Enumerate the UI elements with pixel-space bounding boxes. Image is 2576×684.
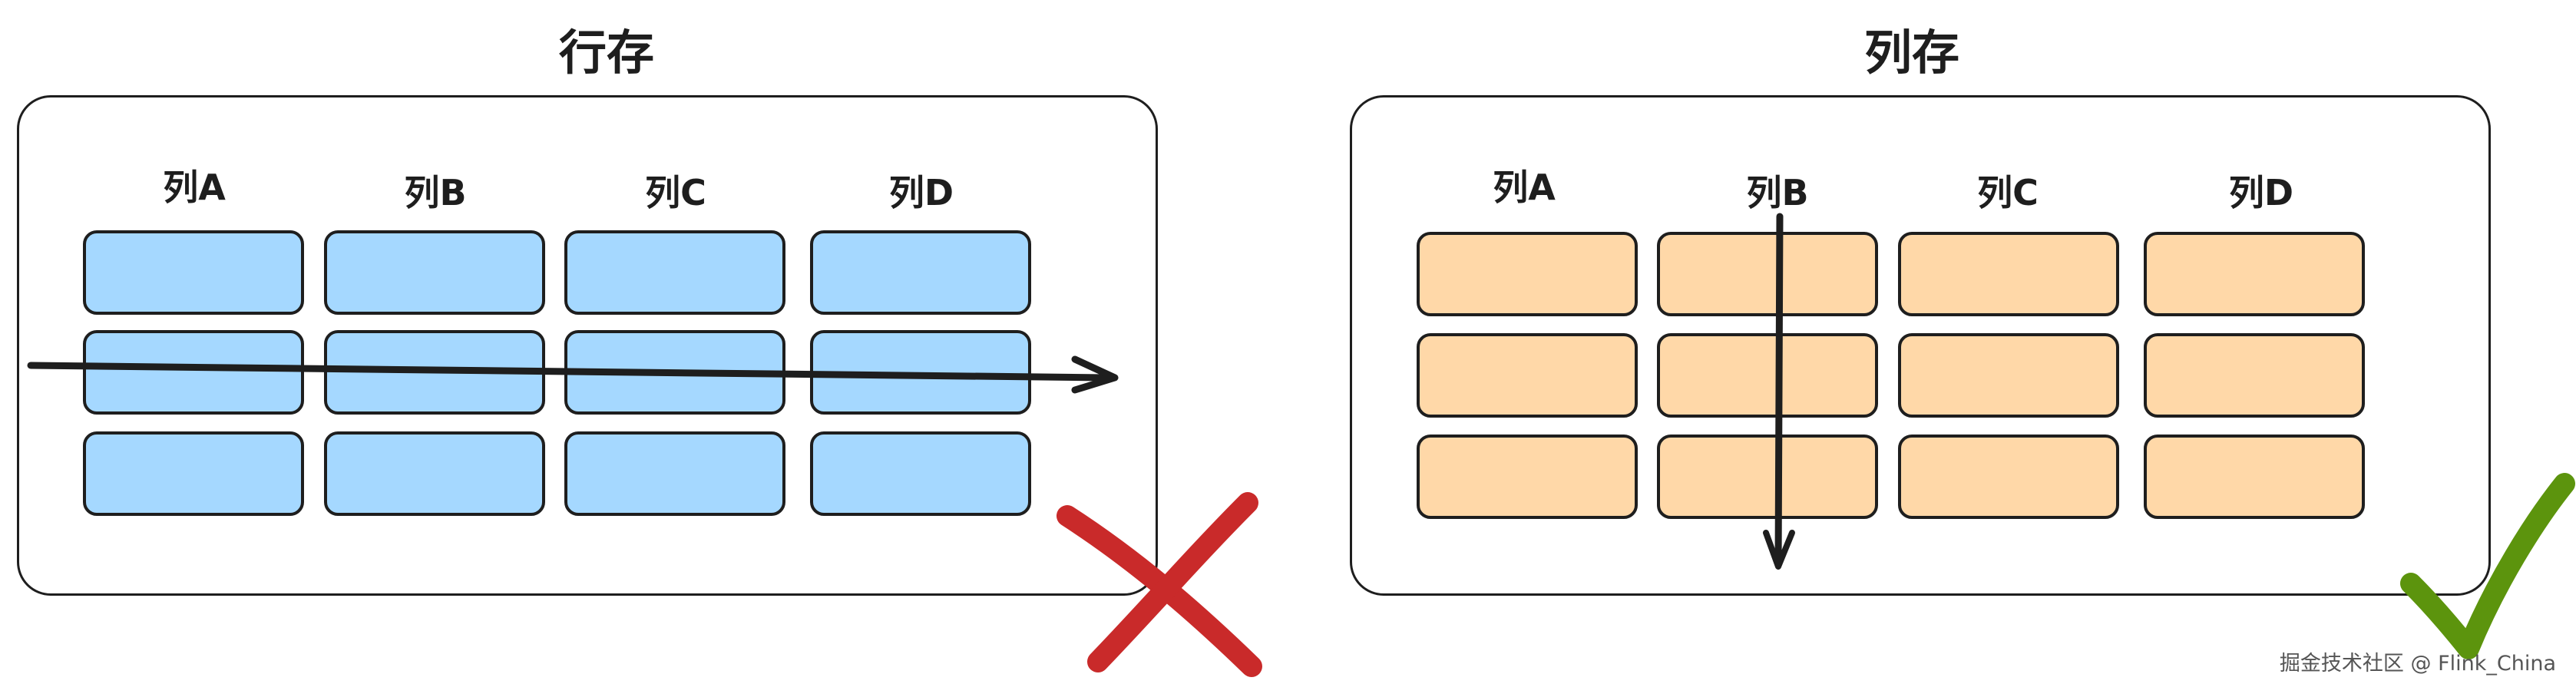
right-panel-frame [1350, 95, 2491, 596]
right-cell-r3-b [1657, 435, 1878, 519]
left-col-label-c: 列C [645, 172, 706, 213]
left-col-label-b: 列B [404, 172, 467, 213]
left-cell-r3-a [83, 431, 304, 516]
left-cell-r3-c [564, 431, 785, 516]
right-cell-r2-b [1657, 333, 1878, 418]
left-panel-frame [17, 95, 1158, 596]
right-cell-r2-d [2144, 333, 2365, 418]
right-cell-r3-c [1898, 435, 2119, 519]
cross-mark-icon [1057, 492, 1262, 677]
left-cell-r1-c [564, 230, 785, 315]
left-cell-r1-a [83, 230, 304, 315]
left-panel-title: 行存 [558, 25, 654, 81]
left-cell-r3-d [810, 431, 1031, 516]
left-cell-r2-a [83, 330, 304, 415]
right-cell-r3-a [1417, 435, 1638, 519]
right-panel-title: 列存 [1863, 25, 1959, 81]
right-col-label-b: 列B [1746, 172, 1809, 213]
left-col-label-d: 列D [888, 172, 954, 213]
column-scan-arrow [1763, 213, 1795, 570]
right-cell-r1-b [1657, 232, 1878, 316]
left-cell-r1-b [324, 230, 545, 315]
right-cell-r2-c [1898, 333, 2119, 418]
right-cell-r1-a [1417, 232, 1638, 316]
check-mark-icon [2400, 473, 2575, 659]
left-cell-r3-b [324, 431, 545, 516]
right-cell-r1-c [1898, 232, 2119, 316]
right-cell-r2-a [1417, 333, 1638, 418]
row-scan-arrow [27, 355, 1119, 394]
right-cell-r3-d [2144, 435, 2365, 519]
right-cell-r1-d [2144, 232, 2365, 316]
right-col-label-c: 列C [1977, 172, 2039, 213]
left-cell-r1-d [810, 230, 1031, 315]
watermark-text: 掘金技术社区 @ Flink_China [2279, 652, 2556, 676]
right-col-label-a: 列A [1493, 167, 1556, 208]
left-col-label-a: 列A [163, 167, 226, 208]
right-col-label-d: 列D [2228, 172, 2294, 213]
